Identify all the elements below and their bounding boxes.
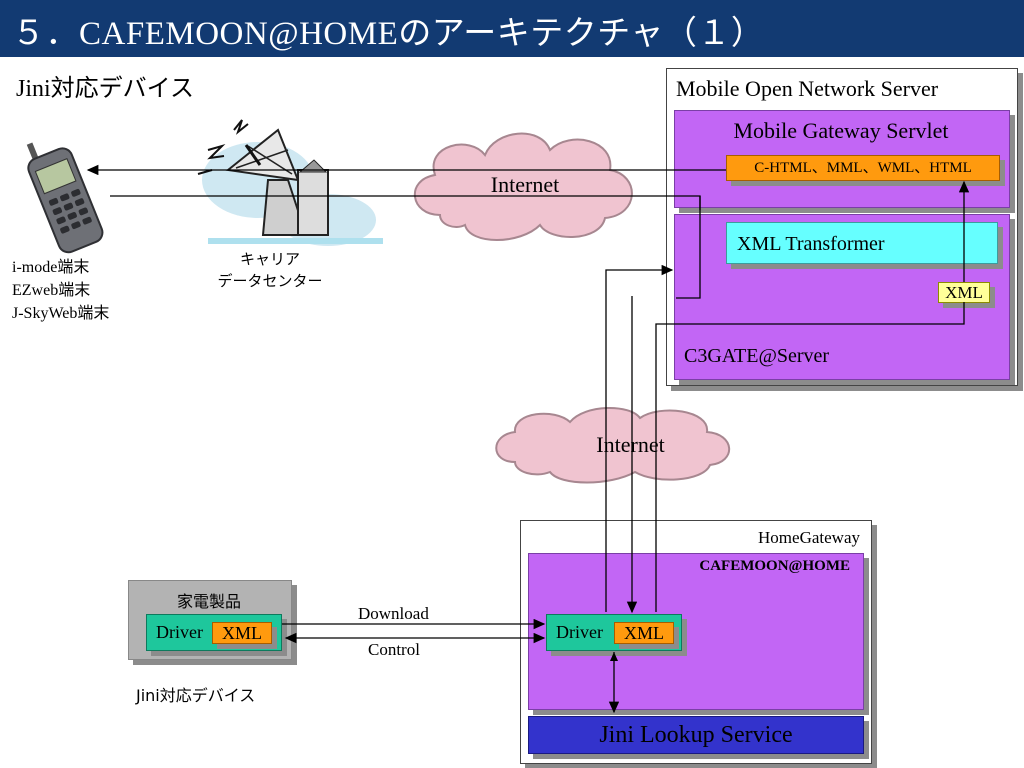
terminal-imode: i-mode端末 [12,259,90,276]
terminal-ezweb: EZweb端末 [12,282,91,299]
server-xml-tag: XML [938,282,990,303]
internet-label-middle: Internet [596,432,665,457]
home-gateway-title: HomeGateway [758,528,860,547]
download-label: Download [358,604,429,623]
markup-formats-tag: C-HTML、MML、WML、HTML [726,155,1000,181]
title-bar: ５．CAFEMOON@HOMEのアーキテクチャ（１） [0,0,1024,57]
carrier-label: キャリア データセンター [210,248,330,292]
gateway-title: Mobile Gateway Servlet [733,118,949,143]
appliance-caption: Jini対応デバイス [136,686,256,705]
server-title: Mobile Open Network Server [676,76,939,101]
internet-cloud-top [414,132,633,241]
home-xml-tag: XML [614,622,674,644]
appliance-title: 家電製品 [176,592,241,611]
mobile-phone-icon [26,142,104,254]
terminal-jskyweb: J-SkyWeb端末 [12,305,110,322]
xml-transformer: XML Transformer [726,222,998,264]
control-label: Control [368,640,420,659]
satellite-dish-icon [197,119,383,246]
slide-title: ５．CAFEMOON@HOMEのアーキテクチャ（１） [12,16,765,52]
cafemoon-home-label: CAFEMOON@HOME [699,558,850,574]
home-driver-label: Driver [556,622,603,642]
carrier-line-1: キャリア [239,250,300,268]
appliance-xml-tag: XML [212,622,272,644]
internet-cloud-middle [495,407,731,484]
carrier-line-2: データセンター [217,272,323,290]
appliance-driver-label: Driver [156,622,203,642]
internet-label-top: Internet [490,172,560,197]
terminal-list: i-mode端末 EZweb端末 J-SkyWeb端末 [12,256,109,325]
jini-device-heading: Jini対応デバイス [16,76,194,102]
jini-lookup-service: Jini Lookup Service [528,716,864,754]
c3gate-title: C3GATE@Server [684,345,830,367]
